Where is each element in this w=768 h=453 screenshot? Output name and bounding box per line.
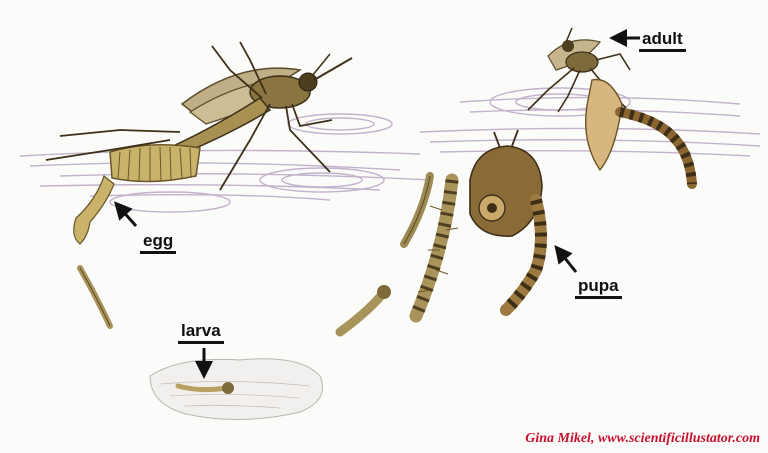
egg-label: egg <box>140 232 176 254</box>
egg-laying-mosquito <box>46 42 352 244</box>
pupa-label: pupa <box>575 277 622 299</box>
larva-surface-patch <box>150 359 323 420</box>
larva-label: larva <box>178 322 224 344</box>
credit-text: Gina Mikel, www.scientificillustator.com <box>525 431 760 447</box>
larvae-illustrations <box>80 176 458 332</box>
adult-label: adult <box>639 30 686 52</box>
pupa-illustration <box>470 130 542 310</box>
